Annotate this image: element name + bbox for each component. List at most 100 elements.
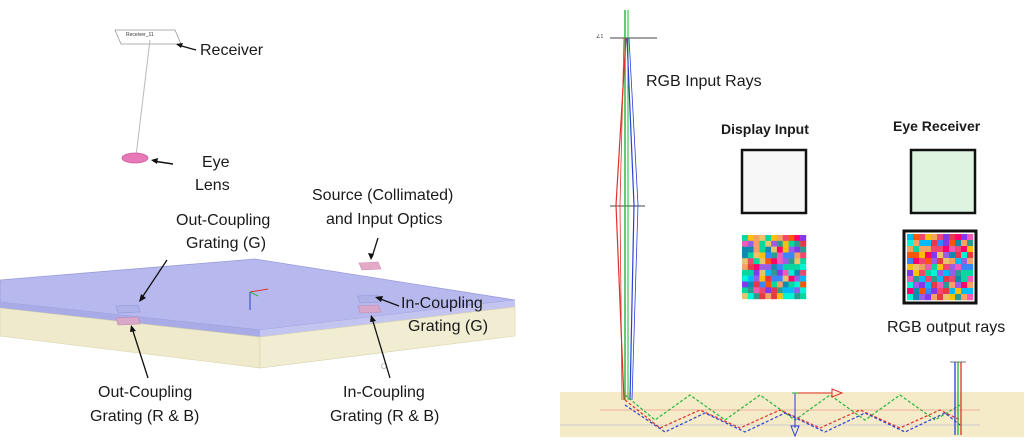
mosaic-tile <box>913 258 920 265</box>
in-coupling-rb-arrow <box>371 317 391 379</box>
mosaic-tile <box>961 282 968 289</box>
mosaic-tile <box>765 293 772 300</box>
mosaic-tile <box>776 258 783 265</box>
mosaic-tile <box>742 240 749 247</box>
mosaic-tile <box>742 281 749 288</box>
rgb-input-rays-label: RGB Input Rays <box>646 73 762 90</box>
mosaic-tile <box>776 252 783 259</box>
mosaic-tile <box>742 293 749 300</box>
mosaic-tile <box>949 246 956 253</box>
mosaic-tile <box>771 269 778 276</box>
eye-receiver-frame <box>909 148 977 215</box>
mosaic-tile <box>907 276 914 283</box>
mosaic-tile <box>937 264 944 271</box>
mosaic-tile <box>765 258 772 265</box>
rgb-output-rays-label: RGB output rays <box>887 319 1006 336</box>
mosaic-tile <box>759 240 766 247</box>
mosaic-tile <box>742 287 749 294</box>
mosaic-tile <box>919 234 926 241</box>
mosaic-tile <box>919 246 926 253</box>
mosaic-tile <box>925 282 932 289</box>
mosaic-tile <box>967 264 974 271</box>
mosaic-tile <box>961 276 968 283</box>
mosaic-tile <box>937 240 944 247</box>
mosaic-tile <box>742 275 749 282</box>
mosaic-tile <box>800 235 807 242</box>
mosaic-tile <box>788 235 795 242</box>
mosaic-tile <box>955 294 962 301</box>
in-coupling-rb-label-line1: In-Coupling <box>343 384 425 401</box>
mosaic-tile <box>753 235 760 242</box>
mosaic-tile <box>967 294 974 301</box>
mosaic-tile <box>943 258 950 265</box>
mosaic-tile <box>782 246 789 253</box>
mosaic-tile <box>949 240 956 247</box>
mosaic-tile <box>782 264 789 271</box>
mosaic-tile <box>913 246 920 253</box>
eye-lens-label-line1: Eye <box>202 154 230 171</box>
mosaic-tile <box>800 264 807 271</box>
waveguide-ray-blue <box>624 404 961 433</box>
mosaic-tile <box>788 293 795 300</box>
mosaic-tile <box>771 281 778 288</box>
mosaic-tile <box>771 287 778 294</box>
mosaic-tile <box>925 240 932 247</box>
mosaic-tile <box>759 264 766 271</box>
mosaic-tile <box>742 246 749 253</box>
mosaic-tile <box>949 276 956 283</box>
mosaic-tile <box>753 264 760 271</box>
mosaic-tile <box>943 282 950 289</box>
eye-receiver-mosaic-frame <box>902 229 978 305</box>
mosaic-tile <box>943 276 950 283</box>
mosaic-tile <box>759 287 766 294</box>
mosaic-tile <box>794 240 801 247</box>
receiver-tag: Receiver_11 <box>126 32 154 38</box>
mosaic-tile <box>753 293 760 300</box>
mosaic-tile <box>788 269 795 276</box>
svg-text:∠1: ∠1 <box>596 34 603 40</box>
mosaic-tile <box>753 269 760 276</box>
mosaic-tile <box>794 293 801 300</box>
mosaic-tile <box>794 258 801 265</box>
mosaic-tile <box>782 287 789 294</box>
mosaic-tile <box>765 252 772 259</box>
mosaic-tile <box>788 287 795 294</box>
mosaic-tile <box>776 281 783 288</box>
mosaic-tile <box>794 264 801 271</box>
mosaic-tile <box>782 252 789 259</box>
mosaic-tile <box>949 234 956 241</box>
mosaic-tile <box>747 240 754 247</box>
mosaic-tile <box>943 234 950 241</box>
mosaic-tile <box>800 269 807 276</box>
mosaic-tile <box>931 246 938 253</box>
in-coupling-g-label-line1: In-Coupling <box>401 295 483 312</box>
mosaic-tile <box>931 282 938 289</box>
mosaic-tile <box>913 234 920 241</box>
out-coupling-rb-arrow <box>131 327 149 379</box>
mosaic-tile <box>967 246 974 253</box>
mosaic-tile <box>794 246 801 253</box>
mosaic-tile <box>782 258 789 265</box>
mosaic-tile <box>753 240 760 247</box>
mosaic-tile <box>788 281 795 288</box>
eye-lens <box>121 152 149 164</box>
mosaic-tile <box>800 275 807 282</box>
mosaic-tile <box>919 276 926 283</box>
mosaic-tile <box>955 252 962 259</box>
mosaic-tile <box>961 246 968 253</box>
mosaic-tile <box>907 294 914 301</box>
in-coupling-rb-label-line2: Grating (R & B) <box>330 408 440 425</box>
mosaic-tile <box>800 293 807 300</box>
mosaic-tile <box>967 282 974 289</box>
mosaic-tile <box>747 264 754 271</box>
mosaic-tile <box>955 246 962 253</box>
mosaic-tile <box>955 234 962 241</box>
mosaic-tile <box>919 240 926 247</box>
mosaic-tile <box>776 293 783 300</box>
mosaic-tile <box>955 270 962 277</box>
mosaic-tile <box>949 252 956 259</box>
input-ray-blue <box>626 37 635 401</box>
mosaic-tile <box>949 270 956 277</box>
mosaic-tile <box>765 269 772 276</box>
